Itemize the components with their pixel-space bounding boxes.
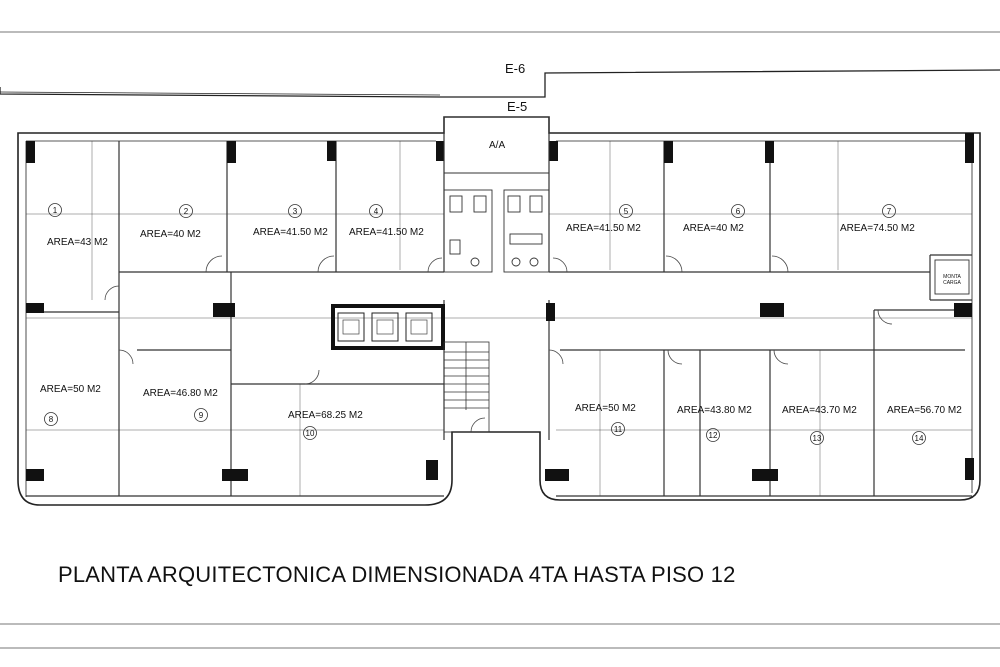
unit-number: 3 (293, 207, 298, 216)
unit-area-label: AREA=41.50 M2 (349, 227, 424, 238)
aa-room-label: A/A (489, 140, 505, 151)
unit-number: 5 (624, 207, 629, 216)
unit-area-label: AREA=43.70 M2 (782, 405, 857, 416)
unit-area-label: AREA=46.80 M2 (143, 388, 218, 399)
unit-number: 14 (915, 434, 924, 443)
unit-number: 4 (374, 207, 379, 216)
building-outline (17, 116, 981, 506)
stair-core (443, 341, 490, 433)
unit-area-label: AREA=41.50 M2 (566, 223, 641, 234)
unit-number: 8 (49, 415, 54, 424)
sheet-border (0, 31, 1000, 649)
unit-area-label: AREA=40 M2 (683, 223, 744, 234)
unit-area-label: AREA=56.70 M2 (887, 405, 962, 416)
unit-number: 9 (199, 411, 204, 420)
unit-number: 7 (887, 207, 892, 216)
unit-numbers: 1 2 3 4 5 6 7 8 9 10 11 12 13 14 (49, 206, 924, 443)
unit-area-label: AREA=50 M2 (40, 384, 101, 395)
axis-label-e5: E-5 (507, 99, 527, 114)
unit-area-label: AREA=68.25 M2 (288, 410, 363, 421)
property-lines (0, 69, 1000, 98)
unit-number: 6 (736, 207, 741, 216)
unit-number: 12 (709, 431, 718, 440)
monta-carga-line: CARGA (943, 280, 961, 286)
bathrooms (443, 189, 550, 273)
door-swings (104, 255, 893, 433)
unit-number: 13 (813, 434, 822, 443)
partition-walls (26, 133, 972, 497)
monta-carga-line: MONTA (943, 274, 961, 280)
aa-room (443, 116, 550, 174)
unit-number: 2 (184, 207, 189, 216)
unit-area-label: AREA=43 M2 (47, 237, 108, 248)
unit-number-circles (44, 203, 926, 445)
unit-area-label: AREA=50 M2 (575, 403, 636, 414)
unit-number: 11 (614, 425, 623, 434)
unit-number: 1 (53, 206, 58, 215)
unit-labels: AREA=43 M2 AREA=40 M2 AREA=41.50 M2 AREA… (40, 223, 962, 421)
axis-label-e6: E-6 (505, 61, 525, 76)
drawing-title: PLANTA ARQUITECTONICA DIMENSIONADA 4TA H… (58, 562, 736, 587)
unit-area-label: AREA=43.80 M2 (677, 405, 752, 416)
monta-carga-room (934, 259, 970, 295)
structural-columns (26, 133, 974, 481)
unit-area-label: AREA=40 M2 (140, 229, 201, 240)
elevator-core (331, 304, 445, 350)
unit-area-label: AREA=74.50 M2 (840, 223, 915, 234)
unit-number: 10 (306, 429, 315, 438)
unit-area-label: AREA=41.50 M2 (253, 227, 328, 238)
